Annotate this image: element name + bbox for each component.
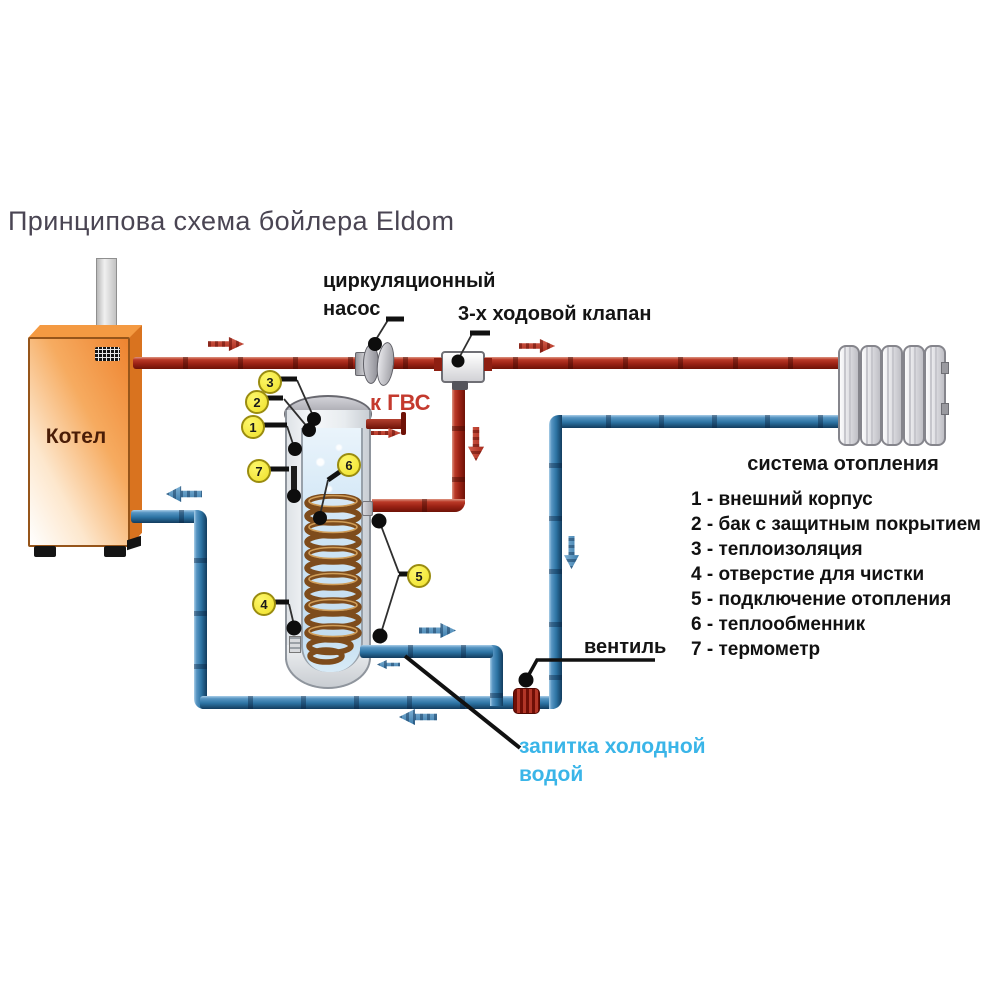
- legend-item-5: 5 - подключение отопления: [691, 589, 952, 610]
- hot-pipe-valve-drop: [452, 380, 465, 506]
- hot-pipe-to-tank: [372, 499, 465, 512]
- radiator-nub-bottom: [941, 403, 949, 415]
- heating-system-label: система отопления: [747, 453, 939, 475]
- cold-water-pointer-line: [403, 654, 522, 750]
- heating-inlet-nub: [362, 501, 373, 516]
- boiler-side-face: [130, 325, 142, 546]
- pump-label-line2: насос: [323, 298, 381, 320]
- legend-item-1: 1 - внешний корпус: [691, 489, 873, 510]
- callout-circle-2: 2: [245, 390, 269, 414]
- three-way-valve-stub-left: [434, 358, 442, 371]
- circulation-pump: [353, 340, 399, 387]
- three-way-valve-label: 3-х ходовой клапан: [458, 303, 652, 325]
- cold-pipe-tank-inlet: [360, 645, 493, 658]
- radiator-section: [924, 345, 946, 446]
- boiler-label: Котел: [45, 425, 107, 448]
- legend-item-3: 3 - теплоизоляция: [691, 539, 863, 560]
- radiator: [838, 345, 950, 446]
- cold-water-label-line1: запитка холодной: [519, 735, 706, 758]
- cold-pipe-left-riser: [194, 510, 207, 709]
- pump-label-line1: циркуляционный: [323, 270, 496, 292]
- radiator-section: [859, 345, 882, 446]
- legend: 1 - внешний корпус 2 - бак с защитным по…: [691, 489, 981, 664]
- callout-circle-6: 6: [337, 453, 361, 477]
- callout-circle-3: 3: [258, 370, 282, 394]
- callout-pointer-lines: [283, 319, 473, 634]
- boiler-foot-right: [104, 546, 126, 557]
- callout-circle-1: 1: [241, 415, 265, 439]
- callout-circle-4: 4: [252, 592, 276, 616]
- boiler-vent-grille: [95, 347, 120, 361]
- radiator-nub-top: [941, 362, 949, 374]
- dhw-outlet-endcap: [401, 412, 406, 435]
- heat-exchanger-coil: [304, 494, 362, 665]
- thermometer: [291, 466, 297, 494]
- legend-item-6: 6 - теплообменник: [691, 614, 866, 635]
- callout-dots: [286, 337, 534, 688]
- cold-pipe-radiator-return: [558, 415, 842, 428]
- flow-arrow-dhw-right: [371, 428, 401, 438]
- legend-item-2: 2 - бак с защитным покрытием: [691, 514, 981, 535]
- page-title: Принципова схема бойлера Eldom: [8, 206, 455, 236]
- shutoff-valve-body: [513, 688, 540, 714]
- callout-circle-5: 5: [407, 564, 431, 588]
- three-way-valve-stub-right: [484, 358, 492, 371]
- valve-label: вентиль: [584, 636, 667, 658]
- dhw-outlet-stub: [366, 419, 404, 429]
- radiator-section: [881, 345, 903, 446]
- three-way-valve-bottom-flange: [452, 381, 468, 390]
- boiler-foot-left: [34, 546, 56, 557]
- legend-item-7: 7 - термометр: [691, 639, 821, 660]
- flow-arrow-cold-left-small: [377, 660, 400, 669]
- dhw-label: к ГВС: [370, 390, 431, 415]
- callout-circle-7: 7: [247, 459, 271, 483]
- radiator-section: [902, 345, 925, 446]
- coil-highlights: [308, 494, 358, 638]
- cold-pipe-boiler-return: [131, 510, 201, 523]
- legend-item-4: 4 - отверстие для чистки: [691, 564, 925, 585]
- boiler-top-face: [28, 325, 142, 338]
- cold-water-label-line2: водой: [519, 763, 584, 786]
- boiler-body: [28, 337, 130, 547]
- cold-pipe-tank-riser: [490, 645, 503, 706]
- cold-pipe-radiator-drop: [549, 415, 562, 709]
- cleaning-port: [289, 636, 301, 653]
- valve-pointer-line: [525, 658, 655, 679]
- radiator-section: [838, 345, 860, 446]
